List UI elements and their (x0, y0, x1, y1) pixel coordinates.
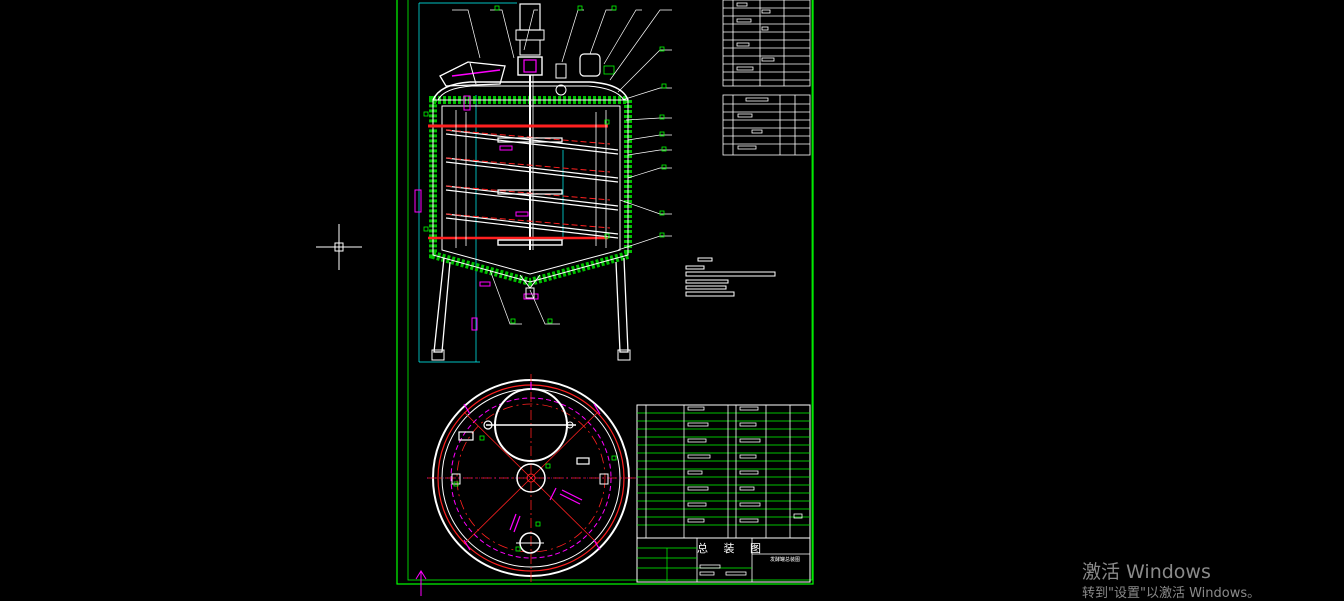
title-block-title: 总 装 图 (697, 542, 767, 555)
vessel-top-view (427, 374, 636, 582)
vessel-front-view (414, 2, 776, 363)
technical-table-middle (722, 94, 811, 156)
drawing-frame (396, 0, 814, 585)
activation-watermark-subtitle: 转到"设置"以激活 Windows。 (1082, 586, 1261, 601)
crosshair-cursor (316, 224, 362, 270)
technical-table-upper (722, 0, 811, 87)
activation-watermark-title: 激活 Windows (1082, 561, 1211, 583)
parts-list-table (636, 404, 811, 583)
ucs-icon (415, 570, 427, 596)
title-block-subtitle: 发酵罐总装图 (770, 557, 801, 563)
